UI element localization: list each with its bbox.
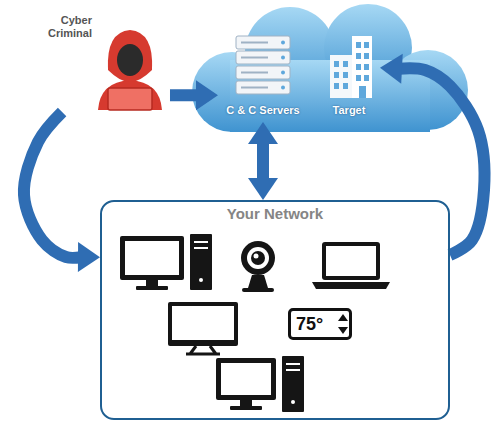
server-led (281, 86, 285, 90)
laptop-base (312, 282, 390, 289)
hacker-figure (98, 30, 162, 110)
arrow-shaft (399, 68, 485, 255)
webcam-base (242, 288, 274, 292)
window (334, 61, 339, 67)
webcam (241, 241, 275, 292)
laptop-computer (312, 242, 390, 289)
laptop-screen (326, 246, 376, 276)
arrow-shaft (170, 89, 199, 101)
server-slot (241, 43, 268, 88)
node-label: Your Network (102, 205, 448, 222)
server-led (281, 56, 285, 60)
power-button (199, 278, 203, 282)
monitor-stand (240, 400, 252, 406)
window (364, 42, 369, 48)
node-label: Cyber Criminal (40, 14, 92, 40)
webcam-lens (251, 251, 265, 265)
window (343, 83, 348, 89)
webcam-body (241, 241, 275, 275)
monitor-base (230, 406, 262, 410)
webcam-neck (248, 275, 268, 288)
flow-arrow (24, 112, 100, 272)
monitor-stand (146, 280, 158, 286)
node-label: 75° (296, 315, 323, 333)
tower-bay (194, 242, 208, 248)
up-button (338, 314, 348, 321)
arrow-head (380, 54, 403, 84)
arrow-shaft (257, 141, 269, 181)
building-windows (334, 42, 369, 98)
monitor-screen (221, 363, 271, 395)
flow-arrow (380, 54, 484, 255)
arrow-shaft (24, 112, 81, 258)
power-button (291, 400, 295, 404)
building-icon (330, 36, 372, 98)
window (364, 53, 369, 59)
monitor-frame (120, 236, 184, 280)
flow-arrow (248, 122, 278, 200)
window (343, 72, 348, 78)
hoodie-body (98, 80, 162, 110)
network-box: Your Network 75° (100, 200, 450, 420)
window (364, 64, 369, 70)
pc-tower (282, 356, 304, 412)
arrow-head (78, 242, 100, 272)
monitor-frame (216, 358, 276, 400)
thermostat-display: 75° (288, 308, 352, 340)
server-node: C & C Servers (218, 30, 308, 122)
television (168, 302, 238, 354)
tv-stand (186, 346, 220, 354)
arrow-head (248, 178, 278, 200)
door (359, 86, 366, 98)
window (364, 75, 369, 81)
server-led (281, 41, 285, 45)
tv-screen (172, 306, 234, 340)
laptop (108, 88, 152, 110)
arrow-head (196, 80, 218, 110)
monitor-base (136, 286, 168, 290)
window (356, 75, 361, 81)
flow-arrow (170, 80, 218, 110)
window (356, 64, 361, 70)
hood (108, 30, 152, 82)
desktop-computer (216, 356, 304, 412)
thermostat-buttons (338, 314, 348, 334)
window (356, 42, 361, 48)
node-label: Target (333, 104, 366, 117)
down-button (338, 327, 348, 334)
tower-bay (286, 364, 300, 370)
actor-node: Cyber Criminal (40, 8, 170, 112)
window (356, 53, 361, 59)
server-led (281, 71, 285, 75)
window (334, 72, 339, 78)
server-icon (236, 36, 290, 94)
monitor-screen (125, 241, 179, 275)
tv-frame (168, 302, 238, 346)
building-tower (330, 55, 352, 98)
pc-tower (190, 234, 212, 290)
window (334, 83, 339, 89)
face-shadow (117, 44, 143, 76)
laptop-lid (322, 242, 380, 280)
webcam-ring (247, 247, 269, 269)
lens-glint (254, 254, 259, 259)
building-tower (352, 36, 372, 98)
desktop-computer (120, 234, 212, 290)
window (343, 61, 348, 67)
arrow-head (248, 122, 278, 144)
node-label: C & C Servers (226, 104, 299, 117)
target-node: Target (318, 30, 380, 122)
